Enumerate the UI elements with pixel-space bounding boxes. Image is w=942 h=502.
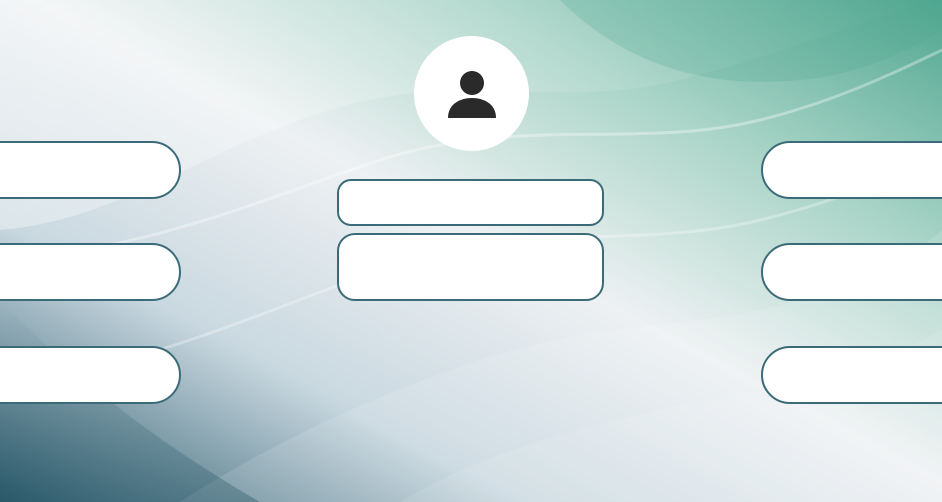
left-menu-item-1[interactable] — [0, 141, 181, 199]
username-field[interactable] — [337, 179, 604, 226]
right-menu-item-1[interactable] — [761, 141, 942, 199]
right-menu-item-3[interactable] — [761, 346, 942, 404]
password-field[interactable] — [337, 233, 604, 301]
right-menu-item-2[interactable] — [761, 243, 942, 301]
left-menu-item-3[interactable] — [0, 346, 181, 404]
person-icon — [447, 70, 496, 118]
left-menu-item-2[interactable] — [0, 243, 181, 301]
profile-avatar[interactable] — [414, 36, 529, 151]
